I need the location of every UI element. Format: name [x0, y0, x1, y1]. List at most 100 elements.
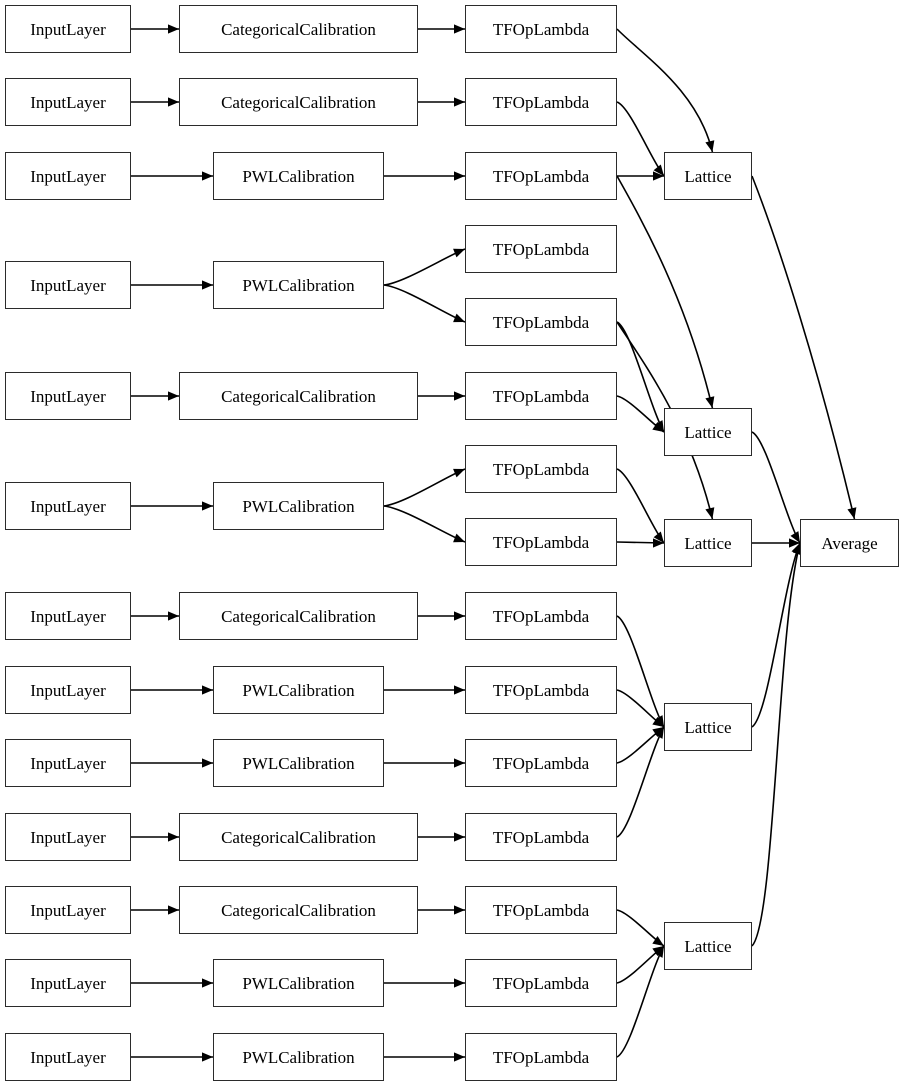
node-categorical-calibration-cal5[interactable]: CategoricalCalibration: [179, 372, 418, 420]
edge-arrowhead: [454, 611, 465, 621]
node-lattice-lat5[interactable]: Lattice: [664, 922, 752, 970]
node-label: InputLayer: [30, 386, 106, 406]
node-pwlcalibration-cal4[interactable]: PWLCalibration: [213, 261, 384, 309]
node-tfop-lambda-op4[interactable]: TFOpLambda: [465, 225, 617, 273]
node-input-layer-in3[interactable]: InputLayer: [5, 152, 131, 200]
edge-arrowhead: [790, 531, 800, 543]
edge-lat2-to-avg: [751, 431, 801, 544]
edge-op3-to-lat2: [616, 175, 714, 409]
node-input-layer-in11[interactable]: InputLayer: [5, 886, 131, 934]
node-input-layer-in10[interactable]: InputLayer: [5, 813, 131, 861]
node-input-layer-in1[interactable]: InputLayer: [5, 5, 131, 53]
node-pwlcalibration-cal13[interactable]: PWLCalibration: [213, 1033, 384, 1081]
node-label: TFOpLambda: [492, 312, 590, 332]
edge-op15-to-lat5: [616, 945, 665, 1058]
node-tfop-lambda-op3[interactable]: TFOpLambda: [465, 152, 617, 200]
node-tfop-lambda-op15[interactable]: TFOpLambda: [465, 1033, 617, 1081]
node-tfop-lambda-op14[interactable]: TFOpLambda: [465, 959, 617, 1007]
node-label: InputLayer: [30, 900, 106, 920]
edge-arrowhead: [705, 396, 715, 408]
node-tfop-lambda-op1[interactable]: TFOpLambda: [465, 5, 617, 53]
edge-arrowhead: [202, 280, 213, 290]
node-tfop-lambda-op12[interactable]: TFOpLambda: [465, 813, 617, 861]
node-input-layer-in5[interactable]: InputLayer: [5, 372, 131, 420]
node-tfop-lambda-op11[interactable]: TFOpLambda: [465, 739, 617, 787]
node-label: PWLCalibration: [242, 496, 355, 516]
edge-arrowhead: [454, 171, 465, 181]
node-input-layer-in9[interactable]: InputLayer: [5, 739, 131, 787]
node-label: PWLCalibration: [242, 973, 355, 993]
edge-arrowhead: [792, 543, 802, 555]
node-label: InputLayer: [30, 275, 106, 295]
edge-arrowhead: [847, 507, 857, 519]
node-tfop-lambda-op10[interactable]: TFOpLambda: [465, 666, 617, 714]
node-input-layer-in13[interactable]: InputLayer: [5, 1033, 131, 1081]
edge-arrowhead: [202, 171, 213, 181]
node-input-layer-in12[interactable]: InputLayer: [5, 959, 131, 1007]
node-label: TFOpLambda: [492, 92, 590, 112]
node-pwlcalibration-cal6[interactable]: PWLCalibration: [213, 482, 384, 530]
node-categorical-calibration-cal7[interactable]: CategoricalCalibration: [179, 592, 418, 640]
node-label: TFOpLambda: [492, 827, 590, 847]
edge-arrowhead: [652, 716, 664, 727]
node-lattice-lat3[interactable]: Lattice: [664, 519, 752, 567]
edge-arrowhead: [454, 758, 465, 768]
edge-arrowhead: [454, 832, 465, 842]
node-tfop-lambda-op9[interactable]: TFOpLambda: [465, 592, 617, 640]
edge-arrowhead: [652, 935, 664, 946]
edge-cal6-to-op8: [383, 505, 466, 543]
node-label: TFOpLambda: [492, 19, 590, 39]
edge-arrowhead: [168, 611, 179, 621]
edge-arrowhead: [453, 468, 465, 478]
node-label: InputLayer: [30, 827, 106, 847]
edge-arrowhead: [654, 727, 664, 739]
node-tfop-lambda-op13[interactable]: TFOpLambda: [465, 886, 617, 934]
edge-arrowhead: [202, 978, 213, 988]
node-label: TFOpLambda: [492, 166, 590, 186]
node-label: TFOpLambda: [492, 680, 590, 700]
node-categorical-calibration-cal11[interactable]: CategoricalCalibration: [179, 886, 418, 934]
edge-op1-to-lat1: [616, 28, 714, 153]
node-lattice-lat2[interactable]: Lattice: [664, 408, 752, 456]
edge-arrowhead: [454, 97, 465, 107]
node-categorical-calibration-cal2[interactable]: CategoricalCalibration: [179, 78, 418, 126]
edge-arrowhead: [705, 507, 715, 519]
edge-arrowhead: [202, 758, 213, 768]
node-average-avg[interactable]: Average: [800, 519, 899, 567]
node-input-layer-in4[interactable]: InputLayer: [5, 261, 131, 309]
node-label: TFOpLambda: [492, 753, 590, 773]
node-pwlcalibration-cal8[interactable]: PWLCalibration: [213, 666, 384, 714]
edge-arrowhead: [453, 533, 465, 543]
node-input-layer-in7[interactable]: InputLayer: [5, 592, 131, 640]
node-tfop-lambda-op6[interactable]: TFOpLambda: [465, 372, 617, 420]
node-lattice-lat1[interactable]: Lattice: [664, 152, 752, 200]
edge-lat5-to-avg: [751, 542, 801, 947]
node-input-layer-in2[interactable]: InputLayer: [5, 78, 131, 126]
node-input-layer-in6[interactable]: InputLayer: [5, 482, 131, 530]
node-label: InputLayer: [30, 680, 106, 700]
node-pwlcalibration-cal12[interactable]: PWLCalibration: [213, 959, 384, 1007]
node-tfop-lambda-op8[interactable]: TFOpLambda: [465, 518, 617, 566]
node-pwlcalibration-cal9[interactable]: PWLCalibration: [213, 739, 384, 787]
edge-arrowhead: [168, 391, 179, 401]
edge-arrowhead: [168, 97, 179, 107]
edge-op5-to-lat2: [616, 321, 665, 433]
edge-arrowhead: [454, 978, 465, 988]
node-tfop-lambda-op2[interactable]: TFOpLambda: [465, 78, 617, 126]
node-categorical-calibration-cal10[interactable]: CategoricalCalibration: [179, 813, 418, 861]
node-label: Lattice: [684, 422, 732, 442]
node-categorical-calibration-cal1[interactable]: CategoricalCalibration: [179, 5, 418, 53]
node-tfop-lambda-op5[interactable]: TFOpLambda: [465, 298, 617, 346]
node-label: CategoricalCalibration: [221, 386, 376, 406]
node-label: Lattice: [684, 533, 732, 553]
node-label: TFOpLambda: [492, 532, 590, 552]
node-tfop-lambda-op7[interactable]: TFOpLambda: [465, 445, 617, 493]
node-pwlcalibration-cal3[interactable]: PWLCalibration: [213, 152, 384, 200]
node-label: TFOpLambda: [492, 900, 590, 920]
node-input-layer-in8[interactable]: InputLayer: [5, 666, 131, 714]
edge-op7-to-lat3: [616, 468, 665, 544]
node-lattice-lat4[interactable]: Lattice: [664, 703, 752, 751]
edge-arrowhead: [653, 531, 664, 543]
